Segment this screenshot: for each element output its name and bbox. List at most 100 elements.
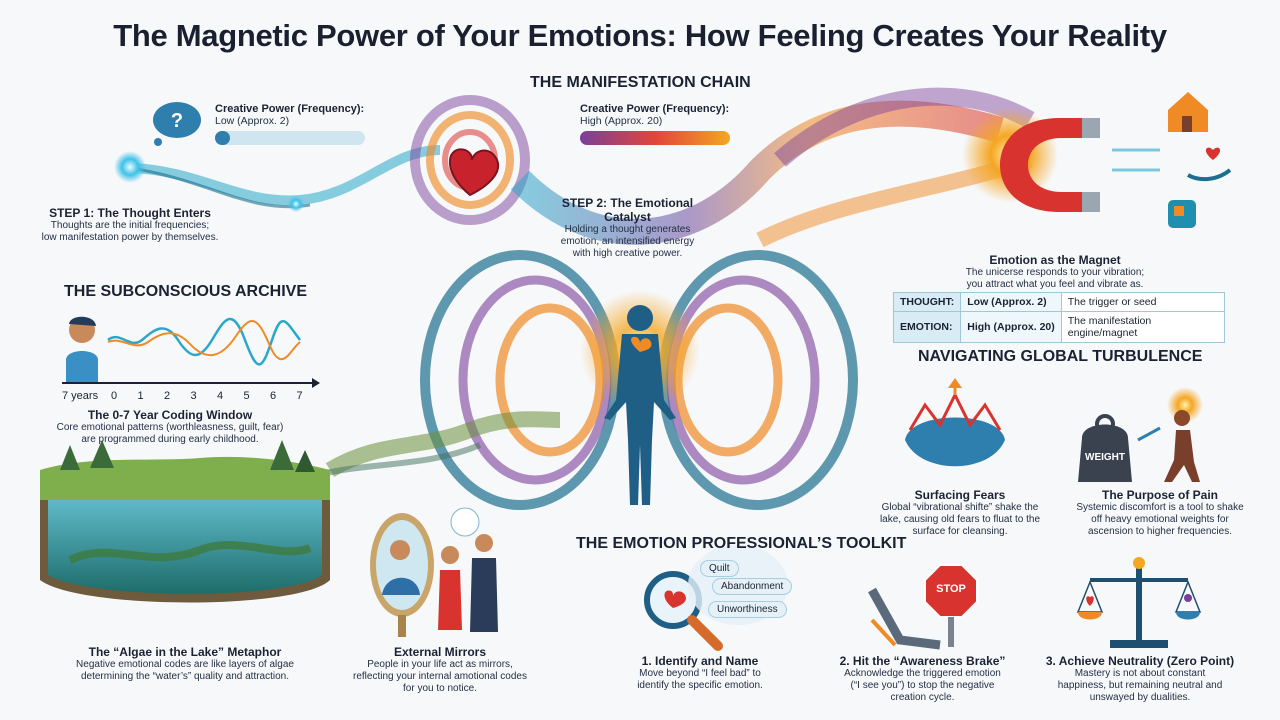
table-row: EMOTION: High (Approx. 20) The manifesta…: [892, 311, 1225, 343]
coding-window-title: The 0-7 Year Coding Window: [87, 408, 253, 422]
coding-window-block: The 0-7 Year Coding Window Core emotiona…: [40, 408, 300, 446]
axis-tick-label: 1: [137, 390, 144, 402]
wave-arrow-icon: [905, 378, 1005, 467]
coding-window-line1: Core emotional patterns (worthleasness, …: [56, 422, 284, 433]
magnet-title: Emotion as the Magnet: [989, 253, 1121, 267]
page-title: The Magnetic Power of Your Emotions: How…: [113, 18, 1167, 53]
thought-spark-icon: [114, 151, 146, 183]
pain-block: The Purpose of Pain Systemic discomfort …: [1070, 488, 1250, 538]
step2-line3: with high creative power.: [572, 248, 683, 259]
pain-line2: off heavy emotional weights for: [1091, 514, 1229, 525]
table-value: Low (Approx. 2): [960, 292, 1062, 312]
pain-line3: ascension to higher frequencies.: [1088, 526, 1232, 537]
neutral-line3: unswayed by dualities.: [1089, 692, 1191, 703]
mirrors-title: External Mirrors: [393, 645, 487, 659]
algae-block: The “Algae in the Lake” Metaphor Negativ…: [40, 645, 330, 683]
high-power-value: High (Approx. 20): [580, 115, 663, 127]
axis-start-label: 7 years: [62, 390, 99, 402]
turbulence-heading: NAVIGATING GLOBAL TURBULENCE: [918, 348, 1203, 365]
fears-title: Surfacing Fears: [914, 488, 1006, 502]
low-power-label: Creative Power (Frequency):: [215, 103, 365, 115]
step2-block: STEP 2: The Emotional Catalyst Holding a…: [540, 196, 715, 260]
weight-icon: [1078, 387, 1203, 482]
fears-block: Surfacing Fears Global “vibrational shif…: [875, 488, 1045, 538]
step1-title: STEP 1: The Thought Enters: [49, 206, 211, 220]
step2-line2: emotion, an intensified energy: [560, 236, 695, 247]
fears-line1: Global “vibrational shifte” shake the: [881, 502, 1039, 513]
identify-line2: identify the specific emotion.: [637, 680, 763, 691]
low-power-bar: [215, 131, 365, 145]
table-desc: The trigger or seed: [1060, 292, 1225, 312]
neutral-block: 3. Achieve Neutrality (Zero Point) Maste…: [1040, 654, 1240, 704]
svg-text:?: ?: [171, 110, 183, 132]
emotion-tag: Unworthiness: [708, 601, 787, 618]
emotion-tag: Abandonment: [712, 578, 793, 595]
table-desc: The manifestation engine/magnet: [1060, 311, 1225, 343]
axis-tick-label: 0: [110, 390, 118, 402]
hand-heart-icon: [1186, 147, 1232, 182]
high-power-label: Creative Power (Frequency):: [580, 103, 730, 115]
high-power-bar: [580, 131, 730, 145]
stop-label: STOP: [936, 583, 966, 595]
table-value: High (Approx. 20): [960, 311, 1062, 343]
stop-sign-icon: [868, 564, 978, 650]
neutral-title: 3. Achieve Neutrality (Zero Point): [1045, 654, 1235, 668]
high-power-block: Creative Power (Frequency): High (Approx…: [580, 103, 750, 145]
fears-line2: lake, causing old fears to fluat to the: [879, 514, 1041, 525]
scale-icon: [1076, 557, 1202, 648]
brake-line1: Acknowledge the triggered emotion: [844, 668, 1001, 679]
mirrors-line1: People in your life act as mirrors,: [367, 659, 513, 670]
mirrors-block: External Mirrors People in your life act…: [335, 645, 545, 695]
identify-title: 1. Identify and Name: [641, 654, 759, 668]
pain-line1: Systemic discomfort is a tool to shake: [1076, 502, 1244, 513]
low-power-bar-fill: [215, 131, 230, 145]
identify-block: 1. Identify and Name Move beyond “I feel…: [615, 654, 785, 692]
person-silhouette: [604, 305, 676, 505]
identify-line1: Move beyond “I feel bad” to: [639, 668, 761, 679]
fears-line3: surface for cleansing.: [912, 526, 1008, 537]
algae-line1: Negative emotional codes are like layers…: [76, 659, 294, 670]
neutral-line1: Mastery is not about constant: [1074, 668, 1206, 679]
axis-tick-label: 5: [243, 390, 250, 402]
child-icon: [66, 316, 98, 382]
brake-title: 2. Hit the “Awareness Brake”: [839, 654, 1006, 668]
step1-block: STEP 1: The Thought Enters Thoughts are …: [30, 206, 230, 244]
comparison-table: THOUGHT: Low (Approx. 2) The trigger or …: [892, 292, 1225, 343]
archive-heading: THE SUBCONSCIOUS ARCHIVE: [64, 283, 307, 300]
toolkit-heading: THE EMOTION PROFESSIONAL’S TOOLKIT: [576, 535, 907, 552]
magnet-line2: you attract what you feel and vibrate as…: [966, 279, 1144, 290]
coding-window-line2: are programmed during early childhood.: [81, 434, 259, 445]
algae-line2: determining the “water’s” quality and at…: [80, 671, 290, 682]
childhood-wave: [107, 317, 302, 366]
step2-title: STEP 2: The Emotional Catalyst: [561, 196, 694, 224]
algae-title: The “Algae in the Lake” Metaphor: [88, 645, 282, 659]
puzzle-icon: [1168, 200, 1196, 228]
table-key: EMOTION:: [892, 311, 962, 343]
table-row: THOUGHT: Low (Approx. 2) The trigger or …: [892, 292, 1225, 312]
axis-tick-label: 6: [269, 390, 277, 402]
neutral-line2: happiness, but remaining neutral and: [1057, 680, 1223, 691]
brake-line3: creation cycle.: [890, 692, 955, 703]
magnet-block: Emotion as the Magnet The unicerse respo…: [940, 253, 1170, 291]
question-bubble-icon: ?: [153, 102, 201, 146]
lake-icon: [40, 440, 330, 603]
low-power-value: Low (Approx. 2): [215, 115, 290, 127]
magnet-line1: The unicerse responds to your vibration;: [965, 267, 1145, 278]
brake-block: 2. Hit the “Awareness Brake” Acknowledge…: [830, 654, 1015, 704]
emotion-tag: Quilt: [700, 560, 739, 577]
step2-line1: Holding a thought generates: [564, 224, 691, 235]
mirror-icon: [370, 507, 498, 637]
table-key: THOUGHT:: [892, 292, 962, 312]
mirrors-line2: reflecting your internal amotional codes: [353, 671, 527, 682]
step1-line1: Thoughts are the initial frequencies;: [50, 220, 210, 231]
magnet-icon: [1000, 118, 1100, 212]
house-icon: [1168, 92, 1208, 132]
brake-line2: (“I see you”) to stop the negative: [850, 680, 995, 691]
heart-icon: [448, 148, 500, 197]
magnifier-icon: [644, 571, 723, 651]
high-power-bar-fill: [580, 131, 730, 145]
axis-tick-label: 2: [163, 390, 171, 402]
mirrors-line3: for you to notice.: [403, 683, 477, 694]
